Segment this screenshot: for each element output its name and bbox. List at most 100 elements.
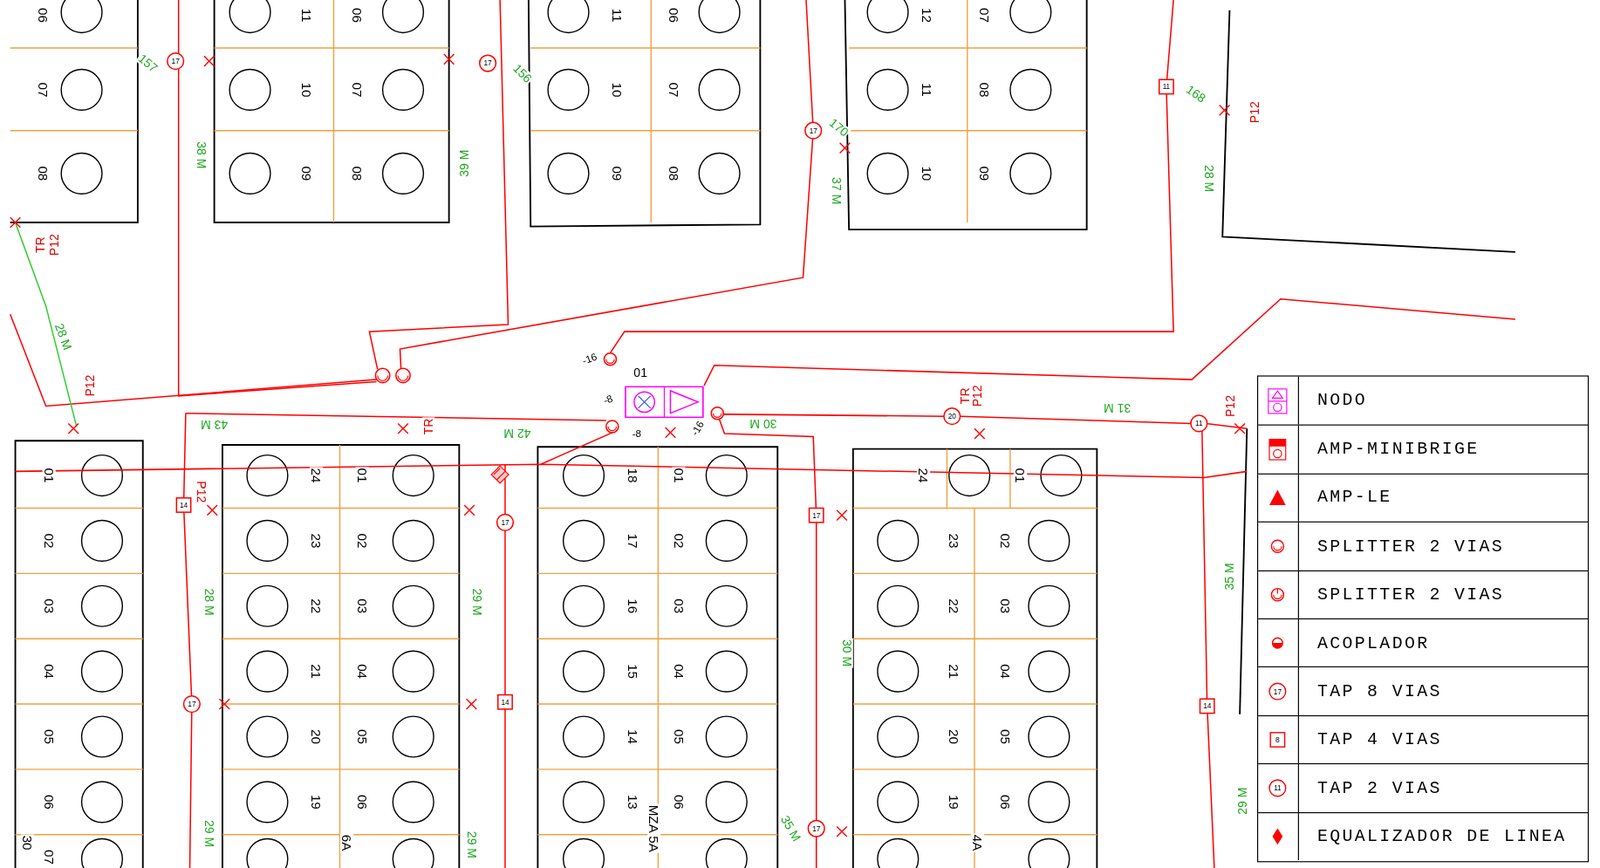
lot-number: 22 [947,597,961,615]
pole-label: P12 [83,373,96,397]
lot-circle [1028,716,1070,758]
lot-divider [222,637,459,639]
distance-label: 168 [1182,82,1209,105]
pole-mark [466,698,478,710]
tap-value: 17 [500,519,509,527]
lot-number: 06 [350,6,364,24]
lot-divider [15,703,144,705]
block-outline [214,0,450,223]
pole-mark [464,505,475,516]
legend-icon [1269,683,1286,700]
legend-row: TAP 4 VIAS [1258,715,1588,764]
splitter-symbol [377,375,389,381]
block-outline [844,0,1087,230]
splitter-symbol [606,359,615,364]
pole-label: P12 [1224,394,1238,418]
port-level: -16 [689,418,707,439]
legend-row: TAP 2 VIAS [1258,763,1588,812]
block-outline [537,446,778,868]
tap-symbol [479,54,497,72]
lot-circle [877,781,919,823]
lot-divider [222,703,459,705]
legend-icon [1269,779,1286,797]
lot-number: 01 [671,466,685,484]
lot-circle [392,650,434,692]
lot-number: 03 [42,597,56,615]
legend-sample-cell [1258,571,1300,619]
lot-number: 14 [626,728,640,746]
lot-divider [15,573,144,575]
lot-circle [61,0,103,33]
lot-circle [1010,152,1052,194]
legend-icon [1273,403,1282,411]
lot-number: 08 [666,164,680,182]
lot-number: 20 [947,728,961,746]
lot-circle [246,585,288,627]
lot-circle [563,520,605,562]
coax-cable [369,0,508,370]
node-outline [625,386,704,418]
node-symbol [624,385,705,418]
lot-number: 09 [610,164,624,182]
lot-number: 02 [998,532,1012,549]
block-outline [1222,10,1516,253]
lot-circle [392,838,434,868]
legend-icon [1277,588,1279,595]
lot-number: 05 [355,728,370,746]
pole-mark [10,217,21,228]
lot-circle [82,781,124,823]
coax-cable [609,0,1174,354]
legend-icon [1269,439,1286,460]
tap-symbol [498,695,513,710]
splitter-symbol [396,368,411,383]
lot-divider [10,47,138,48]
lot-circle [705,716,747,758]
tap-symbol [1159,79,1174,94]
node-amplifier [670,390,698,414]
node-label: 01 [632,366,649,379]
lot-number: 15 [626,663,640,680]
lot-number: 10 [610,81,624,98]
lot-divider [966,0,968,223]
legend-icon [1272,828,1284,846]
lot-circle [1028,838,1070,868]
lot-circle [1028,585,1070,627]
legend-sample-cell [1258,425,1300,473]
lot-circle [382,152,424,194]
legend-icon [1272,642,1284,649]
legend-text: TAP 8 VIAS [1317,683,1443,701]
pole-label: P12 [1249,100,1262,124]
lot-circle [392,781,434,823]
tap-symbol [809,507,824,522]
tap-value: 20 [948,412,957,420]
splitter-symbol [711,407,724,420]
distance-label: 31 M [1102,402,1133,415]
distance-label: 39 M [458,148,471,178]
lot-number: 11 [610,6,624,23]
pole-mark [665,427,677,438]
pole-mark [1234,423,1245,434]
lot-number: 12 [919,6,933,24]
lot-number: 02 [355,532,370,549]
pole-mark [974,428,985,439]
pole-mark [444,54,455,65]
lot-number: 19 [309,793,323,811]
tap-value: 17 [187,700,196,708]
splitter-symbol [606,420,619,433]
splitter-symbol [375,368,390,383]
pole-label: TR [34,235,48,254]
tap-value: 8 [1275,736,1280,744]
tap-value: 17 [812,512,821,520]
lot-divider [15,834,144,835]
lot-divider [650,0,652,223]
legend-text: EQUALIZADOR DE LINEA [1317,827,1566,846]
lot-circle [229,0,271,33]
lot-circle [877,650,919,692]
pole-mark [836,826,848,837]
legend-row: SPLITTER 2 VIAS [1258,569,1588,618]
lot-number: 4A [970,834,985,853]
lot-number: 06 [36,6,50,24]
amplifier-symbol [491,465,509,484]
legend-icon [1273,449,1282,458]
tap-symbol [1190,415,1208,432]
